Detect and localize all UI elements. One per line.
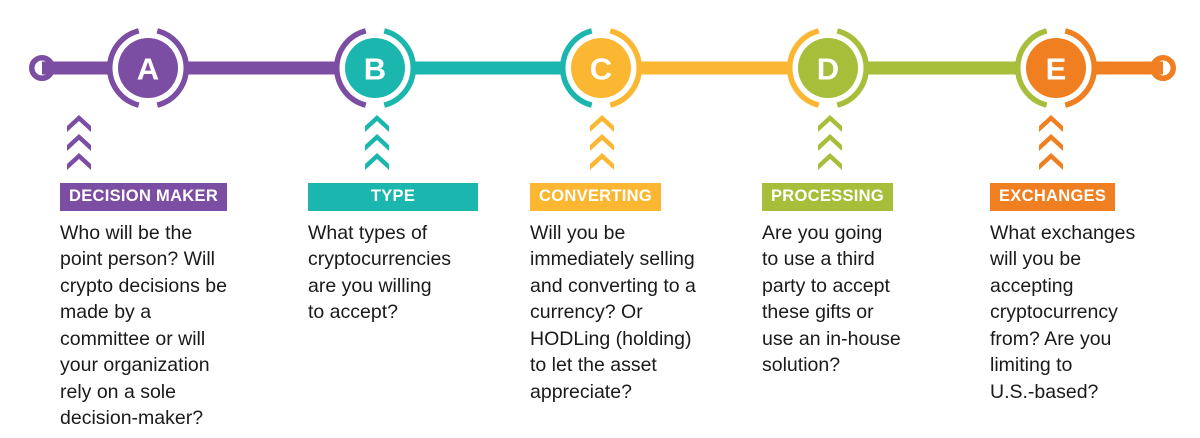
start-cap <box>29 55 55 81</box>
end-cap <box>1150 55 1176 81</box>
node-ring-right <box>836 28 869 108</box>
node-ring-left <box>787 28 820 108</box>
timeline-svg: A B C D E <box>29 28 1176 108</box>
timeline-node-d[interactable]: D <box>787 28 869 108</box>
node-ring-right <box>1064 28 1097 108</box>
column-type: TYPE What types of cryptocurrencies are y… <box>308 113 478 326</box>
rail-segment-a <box>148 61 375 75</box>
description-processing: Are you going to use a third party to ac… <box>762 221 901 377</box>
node-disc <box>571 38 631 98</box>
timeline-rail: A B C D E <box>0 0 1200 130</box>
chevron-up-icon <box>365 115 389 132</box>
column-exchanges: EXCHANGES What exchanges will you be acce… <box>990 113 1175 405</box>
chevron-up-icon <box>590 153 614 170</box>
chevron-up-icon <box>365 153 389 170</box>
rail-segment-b <box>375 61 601 75</box>
rail-segment-c <box>601 61 828 75</box>
node-ring-left <box>107 28 140 108</box>
chevron-stack <box>365 115 389 170</box>
node-disc <box>345 38 405 98</box>
timeline-node-a[interactable]: A <box>107 28 189 108</box>
chevron-stack <box>590 115 614 170</box>
chevron-up-icon <box>818 115 842 132</box>
chevron-up-icon <box>1039 115 1063 132</box>
badge-decision-maker: DECISION MAKER <box>60 183 228 211</box>
chevron-stack <box>818 115 842 170</box>
node-ring-left <box>1015 28 1048 108</box>
column-converting: CONVERTING Will you be immediately sellin… <box>530 113 725 405</box>
chevron-up-icon <box>590 115 614 132</box>
description-type: What types of cryptocurrencies are you w… <box>308 221 452 324</box>
chevron-up-icon <box>590 134 614 151</box>
node-ring-right <box>609 28 642 108</box>
node-ring-left <box>560 28 593 108</box>
chevron-up-icon <box>818 153 842 170</box>
badge-converting: CONVERTING <box>530 183 662 211</box>
chevron-stack <box>1039 115 1063 170</box>
chevron-up-icon <box>67 115 91 132</box>
timeline-node-b[interactable]: B <box>334 28 416 108</box>
badge-type: TYPE <box>308 183 478 211</box>
column-list: DECISION MAKER Who will be the point pers… <box>0 113 1200 438</box>
column-processing: PROCESSING Are you going to use a third p… <box>762 113 937 379</box>
description-decision-maker: Who will be the point person? Will crypt… <box>60 221 227 430</box>
column-decision-maker: DECISION MAKER Who will be the point pers… <box>60 113 255 432</box>
chevron-up-icon <box>365 134 389 151</box>
chevron-up-icon <box>67 153 91 170</box>
badge-processing: PROCESSING <box>762 183 894 211</box>
badge-exchanges: EXCHANGES <box>990 183 1116 211</box>
node-letter: B <box>364 52 386 87</box>
node-ring-right <box>383 28 416 108</box>
node-disc <box>798 38 858 98</box>
node-disc <box>118 38 178 98</box>
chevron-up-icon <box>818 134 842 151</box>
description-converting: Will you be immediately selling and conv… <box>530 221 696 403</box>
chevron-up-icon <box>67 134 91 151</box>
node-disc <box>1026 38 1086 98</box>
timeline-node-e[interactable]: E <box>1015 28 1097 108</box>
node-letter: A <box>137 52 159 87</box>
timeline-node-c[interactable]: C <box>560 28 642 108</box>
rail-segment-d <box>828 61 1056 75</box>
node-letter: C <box>590 52 612 87</box>
description-exchanges: What exchanges will you be accepting cry… <box>990 221 1136 403</box>
node-letter: E <box>1046 52 1067 87</box>
node-letter: D <box>817 52 839 87</box>
chevron-up-icon <box>1039 153 1063 170</box>
node-ring-right <box>156 28 189 108</box>
chevron-up-icon <box>1039 134 1063 151</box>
chevron-stack <box>67 115 91 170</box>
node-ring-left <box>334 28 367 108</box>
